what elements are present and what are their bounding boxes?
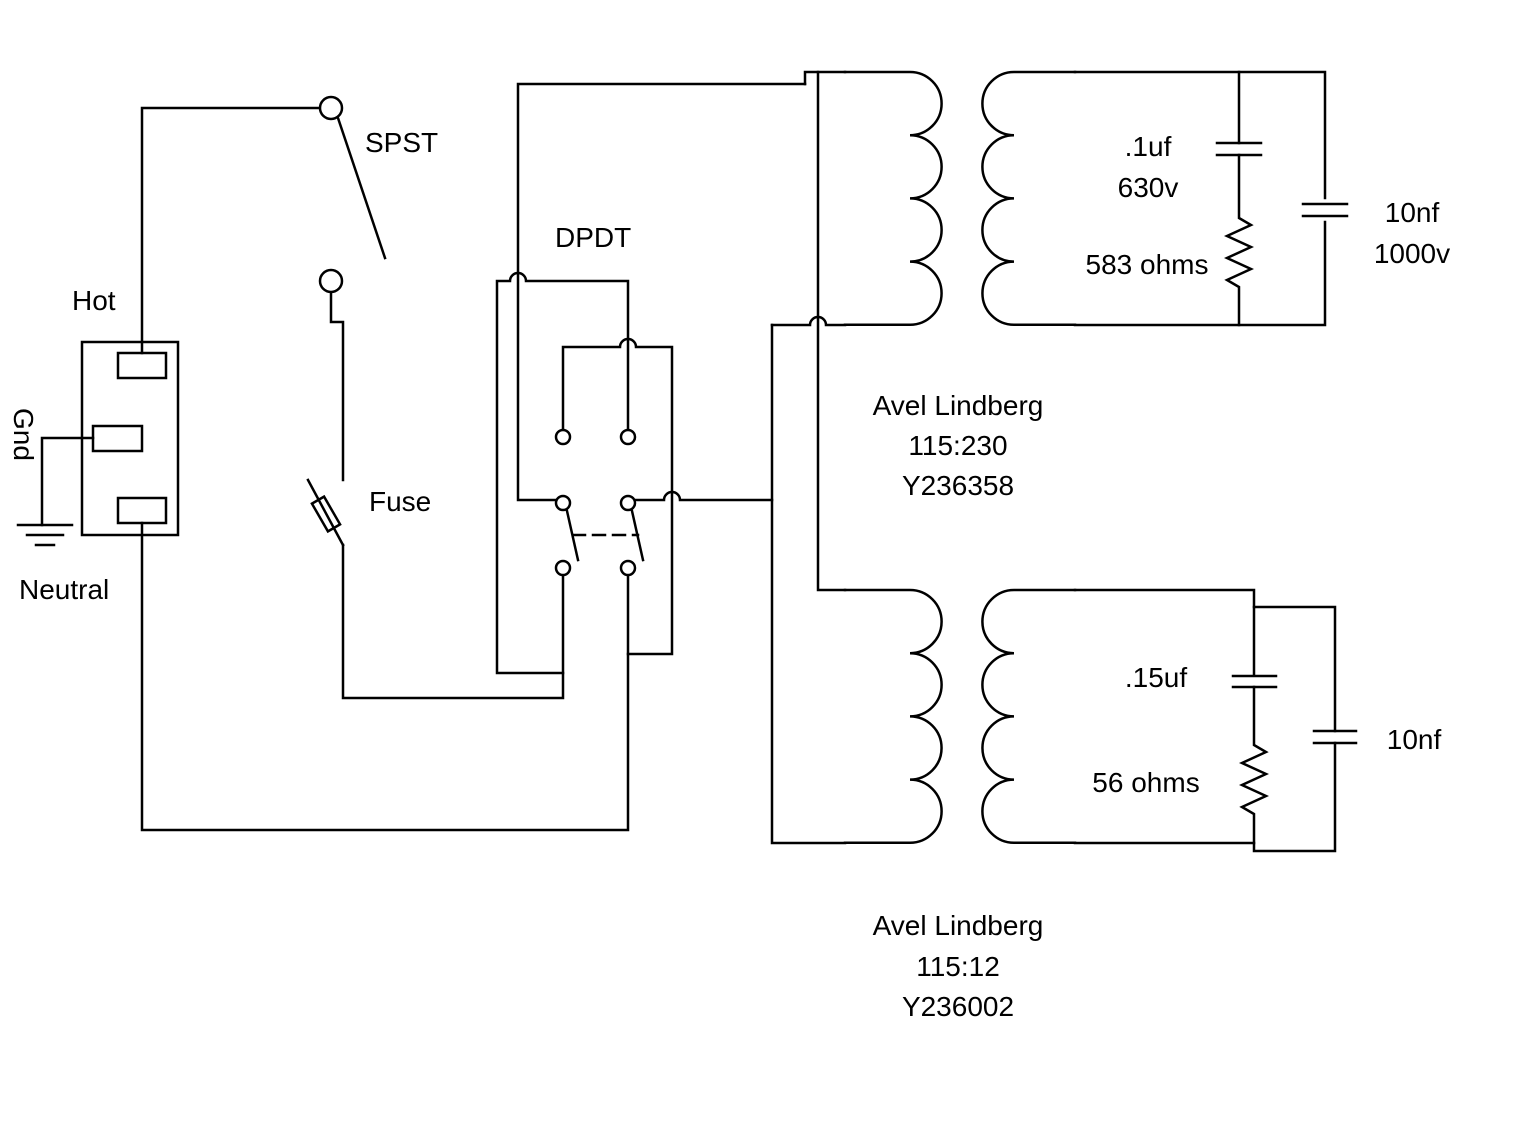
t1-primary-winding — [843, 70, 943, 327]
spst-blade — [336, 116, 387, 260]
label-fuse: Fuse — [369, 486, 431, 517]
t1-secondary-top-wire — [1073, 70, 1327, 200]
primary-bus — [770, 70, 847, 845]
spst-terminal-top — [318, 95, 344, 121]
t2-snubber-cap-value: .15uf — [1125, 662, 1187, 693]
label-hot: Hot — [72, 285, 116, 316]
t2-secondary-winding — [981, 588, 1077, 845]
label-neutral: Neutral — [19, 574, 109, 605]
dpdt-jumper-right — [561, 337, 674, 656]
transformer-1 — [843, 70, 1349, 327]
dpdt-terminal — [619, 428, 637, 446]
t1-shunt-cap-voltage: 1000v — [1374, 238, 1450, 269]
label-gnd: Gnd — [8, 408, 39, 461]
t2-snubber-resistor-value: 56 ohms — [1092, 767, 1199, 798]
outlet-hot-slot — [116, 351, 168, 380]
ground-symbol — [16, 436, 95, 547]
wire-dpdt-to-bus — [634, 490, 774, 502]
dpdt-terminal — [554, 494, 572, 512]
spst-switch — [318, 95, 387, 294]
wire-t1-primary-bottom — [770, 315, 847, 327]
outlet-body — [80, 340, 180, 537]
power-outlet — [80, 340, 180, 537]
t1-snubber-resistor — [1223, 153, 1255, 327]
outlet-ground-slot — [91, 424, 144, 453]
spst-terminal-bottom — [318, 268, 344, 294]
wire-hot — [140, 106, 325, 355]
dpdt-terminal — [554, 559, 572, 577]
dpdt-switch — [495, 82, 807, 675]
t2-part-number: Y236002 — [902, 991, 1014, 1022]
label-dpdt: DPDT — [555, 222, 631, 253]
wire-bus-vertical — [770, 323, 847, 845]
wiring-left — [140, 106, 630, 832]
dpdt-terminal — [619, 559, 637, 577]
t1-snubber-cap-value: .1uf — [1125, 131, 1172, 162]
t2-secondary-bottom-wire — [1073, 741, 1337, 853]
t1-part-number: Y236358 — [902, 470, 1014, 501]
dpdt-terminal — [619, 494, 637, 512]
t2-ratio: 115:12 — [916, 951, 1000, 982]
transformer-2 — [843, 588, 1358, 853]
t2-snubber-resistor — [1238, 685, 1270, 845]
t2-secondary-top-wire — [1073, 588, 1256, 676]
t1-snubber-cap-voltage: 630v — [1118, 172, 1179, 203]
t2-name: Avel Lindberg — [873, 910, 1044, 941]
t1-shunt-cap-value: 10nf — [1385, 197, 1440, 228]
dpdt-terminal — [554, 428, 572, 446]
wire-neutral — [140, 521, 630, 832]
wire-fuse-to-dpdt — [341, 543, 565, 700]
wire-spst-to-fuse — [329, 289, 345, 482]
t2-primary-winding — [843, 588, 943, 845]
wire-t2-primary-top — [803, 70, 847, 592]
t1-secondary-winding — [981, 70, 1077, 327]
t2-shunt-top-wire — [1252, 605, 1337, 733]
outlet-neutral-slot — [116, 496, 168, 525]
t1-secondary-bottom-wire — [1073, 220, 1327, 327]
t1-snubber-resistor-value: 583 ohms — [1086, 249, 1209, 280]
t2-shunt-cap-value: 10nf — [1387, 724, 1442, 755]
fuse-symbol — [306, 478, 345, 547]
label-spst: SPST — [365, 127, 438, 158]
t1-name: Avel Lindberg — [873, 390, 1044, 421]
t1-ratio: 115:230 — [908, 430, 1007, 461]
wire-t1-primary-top — [516, 82, 807, 502]
